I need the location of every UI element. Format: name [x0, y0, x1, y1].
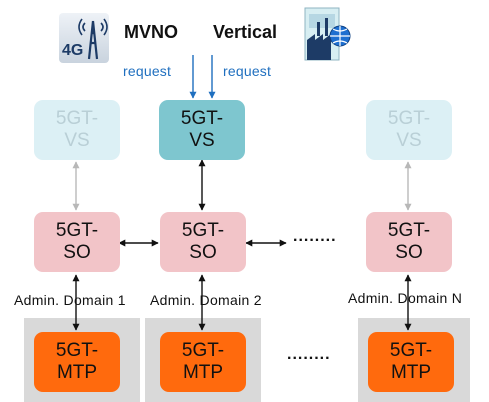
4g-tower-icon: 4G: [59, 13, 109, 63]
so-left-line1: 5GT-: [55, 220, 99, 241]
mtp-row-ellipsis: ........: [287, 346, 331, 363]
factory-globe-icon: [303, 6, 351, 62]
so-row-ellipsis: ........: [293, 228, 337, 245]
domain-1-label: Admin. Domain 1: [14, 292, 126, 308]
vertical-request-label: request: [223, 63, 272, 79]
mtp-box-left: 5GT- MTP: [34, 332, 120, 392]
so-right-line1: 5GT-: [387, 220, 431, 241]
mtp-center-line2: MTP: [182, 362, 224, 383]
so-center-line1: 5GT-: [181, 220, 225, 241]
vs-box-left: 5GT- VS: [34, 100, 120, 160]
mtp-box-right: 5GT- MTP: [368, 332, 454, 392]
vs-center-line1: 5GT-: [180, 108, 224, 129]
vs-box-right: 5GT- VS: [366, 100, 452, 160]
vs-right-line2: VS: [396, 130, 422, 151]
4g-text: 4G: [62, 42, 83, 59]
mtp-left-line2: MTP: [56, 362, 98, 383]
so-box-right: 5GT- SO: [366, 212, 452, 272]
domain-2-label: Admin. Domain 2: [150, 292, 262, 308]
so-box-center: 5GT- SO: [160, 212, 246, 272]
vs-left-line2: VS: [64, 130, 90, 151]
mvno-request-label: request: [123, 63, 172, 79]
mtp-right-line1: 5GT-: [389, 340, 433, 361]
so-right-line2: SO: [395, 242, 423, 263]
mvno-label: MVNO: [124, 22, 178, 42]
mtp-right-line2: MTP: [390, 362, 432, 383]
vs-right-line1: 5GT-: [387, 108, 431, 129]
vs-box-center: 5GT- VS: [159, 100, 245, 160]
mtp-left-line1: 5GT-: [55, 340, 99, 361]
so-left-line2: SO: [63, 242, 91, 263]
vs-left-line1: 5GT-: [55, 108, 99, 129]
vertical-label: Vertical: [213, 22, 278, 42]
so-box-left: 5GT- SO: [34, 212, 120, 272]
domain-n-label: Admin. Domain N: [348, 290, 463, 306]
so-center-line2: SO: [189, 242, 217, 263]
vs-center-line2: VS: [189, 130, 215, 151]
mtp-center-line1: 5GT-: [181, 340, 225, 361]
mtp-box-center: 5GT- MTP: [160, 332, 246, 392]
